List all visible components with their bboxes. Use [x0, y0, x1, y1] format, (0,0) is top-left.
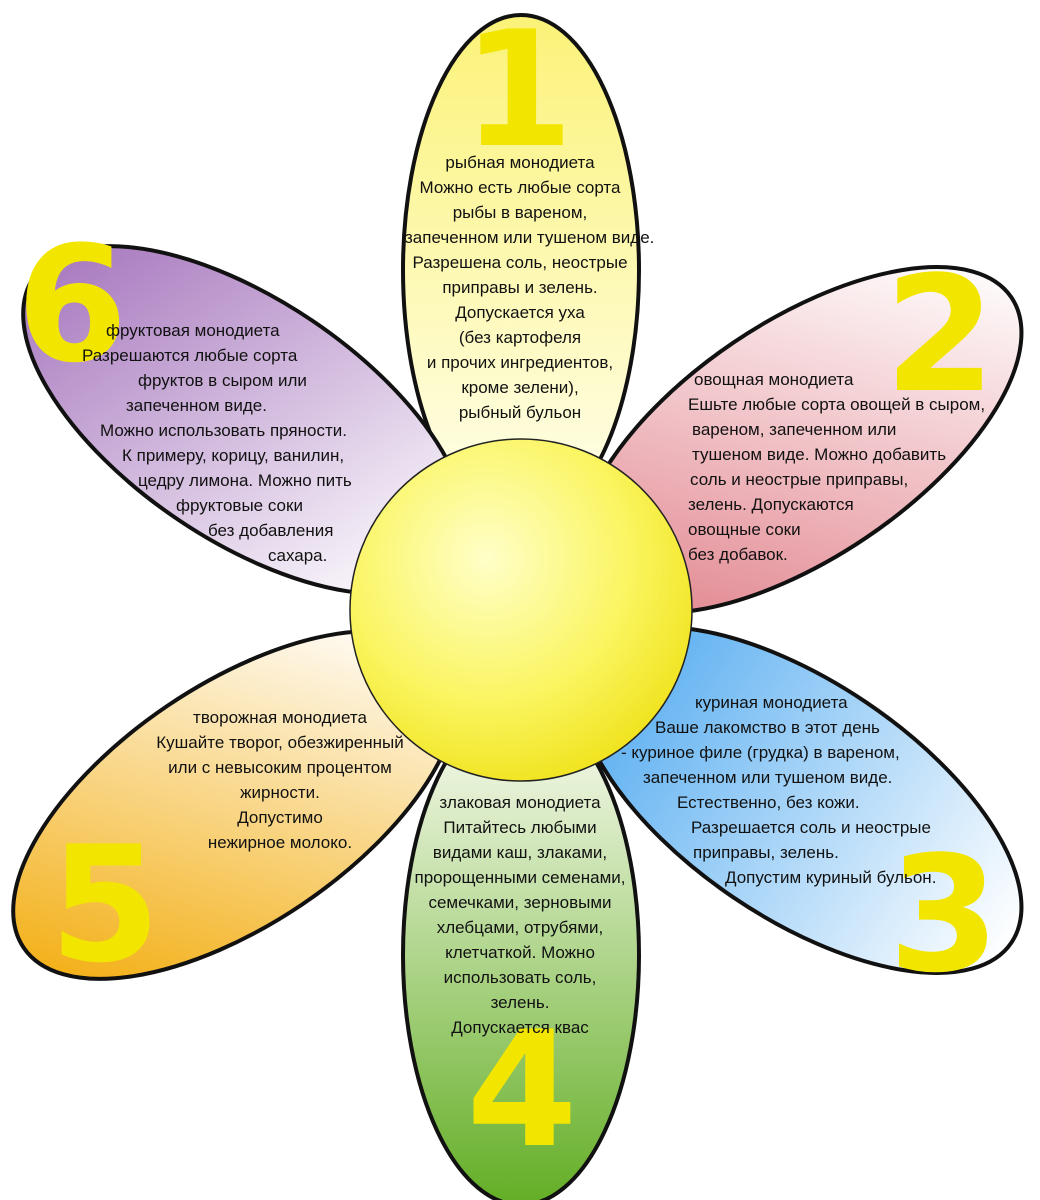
petal-3-line: - куриное филе (грудка) в вареном,: [621, 743, 900, 762]
petal-2-line: Ешьте любые сорта овощей в сыром,: [688, 395, 986, 414]
petal-2-number: 2: [884, 241, 995, 428]
petal-5-line: Допустимо: [237, 808, 323, 827]
petal-5-line: творожная монодиета: [193, 708, 367, 727]
petal-6-line: запеченном виде.: [126, 396, 267, 415]
petal-3-line: куриная монодиета: [695, 693, 848, 712]
petal-1-line: запеченном или тушеном виде.: [405, 228, 655, 247]
flower-center: [349, 438, 693, 782]
petal-4-line: использовать соль,: [443, 968, 597, 987]
petal-3-line: Допустим куриный бульон.: [725, 868, 937, 887]
petal-4-line: пророщенными семенами,: [414, 868, 626, 887]
petal-6-number: 6: [16, 211, 127, 398]
petal-1-line: рыбы в вареном,: [452, 203, 588, 222]
petal-1-line: (без картофеля: [458, 328, 582, 347]
petal-6-line: фруктовая монодиета: [106, 321, 280, 340]
petal-6-line: Можно использовать пряности.: [100, 421, 347, 440]
petal-3-text: куриная монодиета Ваше лакомство в этот …: [605, 690, 965, 890]
petal-6-line: фруктов в сыром или: [138, 371, 307, 390]
petal-4-line: злаковая монодиета: [439, 793, 601, 812]
petal-2-line: овощные соки: [688, 520, 801, 539]
petal-4-number: 4: [466, 996, 577, 1183]
petal-1-text: рыбная монодиета Можно есть любые сорта …: [405, 150, 655, 425]
petal-1-line: рыбный бульон: [458, 403, 582, 422]
petal-2-line: соль и неострые приправы,: [690, 470, 909, 489]
petal-4-text: злаковая монодиета Питайтесь любыми вида…: [400, 790, 640, 1040]
petal-4-line: семечками, зерновыми: [428, 893, 612, 912]
petal-6-line: Разрешаются любые сорта: [82, 346, 298, 365]
petal-1-number: 1: [462, 0, 573, 183]
petal-2-line: овощная монодиета: [694, 370, 854, 389]
petal-5-line: нежирное молоко.: [207, 833, 353, 852]
petal-3-line: Ваше лакомство в этот день: [655, 718, 880, 737]
petal-1-line: рыбная монодиета: [445, 153, 595, 172]
petal-6-line: К примеру, корицу, ванилин,: [122, 446, 345, 465]
petal-2-line: тушеном виде. Можно добавить: [692, 445, 947, 464]
petal-4-line: зелень.: [490, 993, 550, 1012]
petal-6-line: без добавления: [208, 521, 334, 540]
petal-6-line: цедру лимона. Можно пить: [138, 471, 352, 490]
petal-5-line: или с невысоким процентом: [168, 758, 392, 777]
petal-2-text: овощная монодиета Ешьте любые сорта овощ…: [680, 367, 990, 567]
petal-1-line: Можно есть любые сорта: [419, 178, 621, 197]
petal-3-line: запеченном или тушеном виде.: [643, 768, 893, 787]
petal-1-line: и прочих ингредиентов,: [426, 353, 614, 372]
petal-1-line: приправы и зелень.: [442, 278, 598, 297]
petal-3-number: 3: [888, 821, 999, 1008]
petal-5-text: творожная монодиета Кушайте творог, обез…: [140, 705, 420, 855]
petal-2-line: зелень. Допускаются: [688, 495, 854, 514]
petal-2-line: без добавок.: [688, 545, 788, 564]
petal-4-line: Допускается квас: [451, 1018, 589, 1037]
petal-4-line: видами каш, злаками,: [432, 843, 608, 862]
petal-2-line: вареном, запеченном или: [692, 420, 897, 439]
petal-3-line: Разрешается соль и неострые: [691, 818, 931, 837]
petal-4-line: хлебцами, отрубями,: [436, 918, 604, 937]
petal-5-line: жирности.: [240, 783, 320, 802]
petal-3-line: приправы, зелень.: [693, 843, 839, 862]
petal-1-line: Разрешена соль, неострые: [412, 253, 628, 272]
petal-3-line: Естественно, без кожи.: [677, 793, 860, 812]
petal-6-line: фруктовые соки: [176, 496, 303, 515]
petal-6-text: фруктовая монодиета Разрешаются любые со…: [70, 318, 400, 568]
petal-1-line: Допускается уха: [455, 303, 585, 322]
petal-5-line: Кушайте творог, обезжиренный: [156, 733, 404, 752]
petal-1-line: кроме зелени),: [461, 378, 579, 397]
petal-6-line: сахара.: [268, 546, 328, 565]
petal-4-line: Питайтесь любыми: [443, 818, 597, 837]
petal-5-number: 5: [49, 811, 160, 998]
petal-4-line: клетчаткой. Можно: [445, 943, 595, 962]
